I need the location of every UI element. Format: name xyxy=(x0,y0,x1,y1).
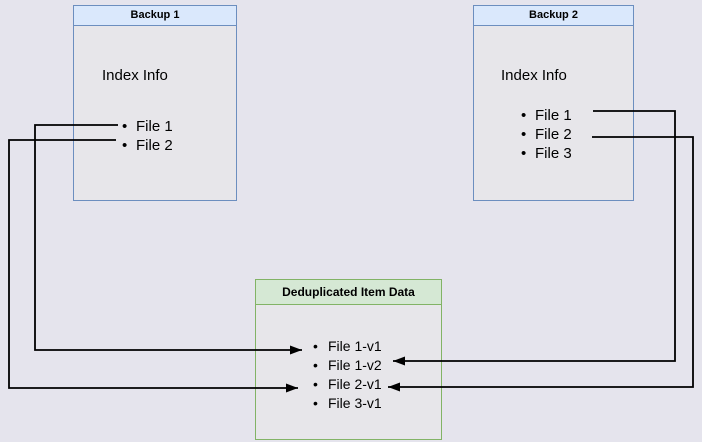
dedup-file-list: File 1-v1 File 1-v2 File 2-v1 File 3-v1 xyxy=(313,337,382,413)
list-item: File 2 xyxy=(521,125,572,144)
backup1-index-info-label: Index Info xyxy=(102,67,168,84)
list-item: File 1 xyxy=(521,106,572,125)
backup2-index-info-label: Index Info xyxy=(501,67,567,84)
dedup-box: Deduplicated Item Data File 1-v1 File 1-… xyxy=(255,279,442,440)
backup1-title: Backup 1 xyxy=(130,9,180,21)
backup1-box: Backup 1 Index Info File 1 File 2 xyxy=(73,5,237,201)
list-item: File 1-v1 xyxy=(313,337,382,356)
dedup-title: Deduplicated Item Data xyxy=(282,285,415,299)
list-item: File 3 xyxy=(521,144,572,163)
backup2-box: Backup 2 Index Info File 1 File 2 File 3 xyxy=(473,5,634,201)
list-item: File 1-v2 xyxy=(313,356,382,375)
list-item: File 2 xyxy=(122,136,173,155)
list-item: File 1 xyxy=(122,117,173,136)
list-item: File 3-v1 xyxy=(313,394,382,413)
list-item: File 2-v1 xyxy=(313,375,382,394)
backup2-title: Backup 2 xyxy=(529,9,578,21)
backup1-file-list: File 1 File 2 xyxy=(122,117,173,155)
dedup-header: Deduplicated Item Data xyxy=(256,280,441,305)
backup2-file-list: File 1 File 2 File 3 xyxy=(521,106,572,163)
backup2-header: Backup 2 xyxy=(474,6,633,26)
backup1-header: Backup 1 xyxy=(74,6,236,26)
